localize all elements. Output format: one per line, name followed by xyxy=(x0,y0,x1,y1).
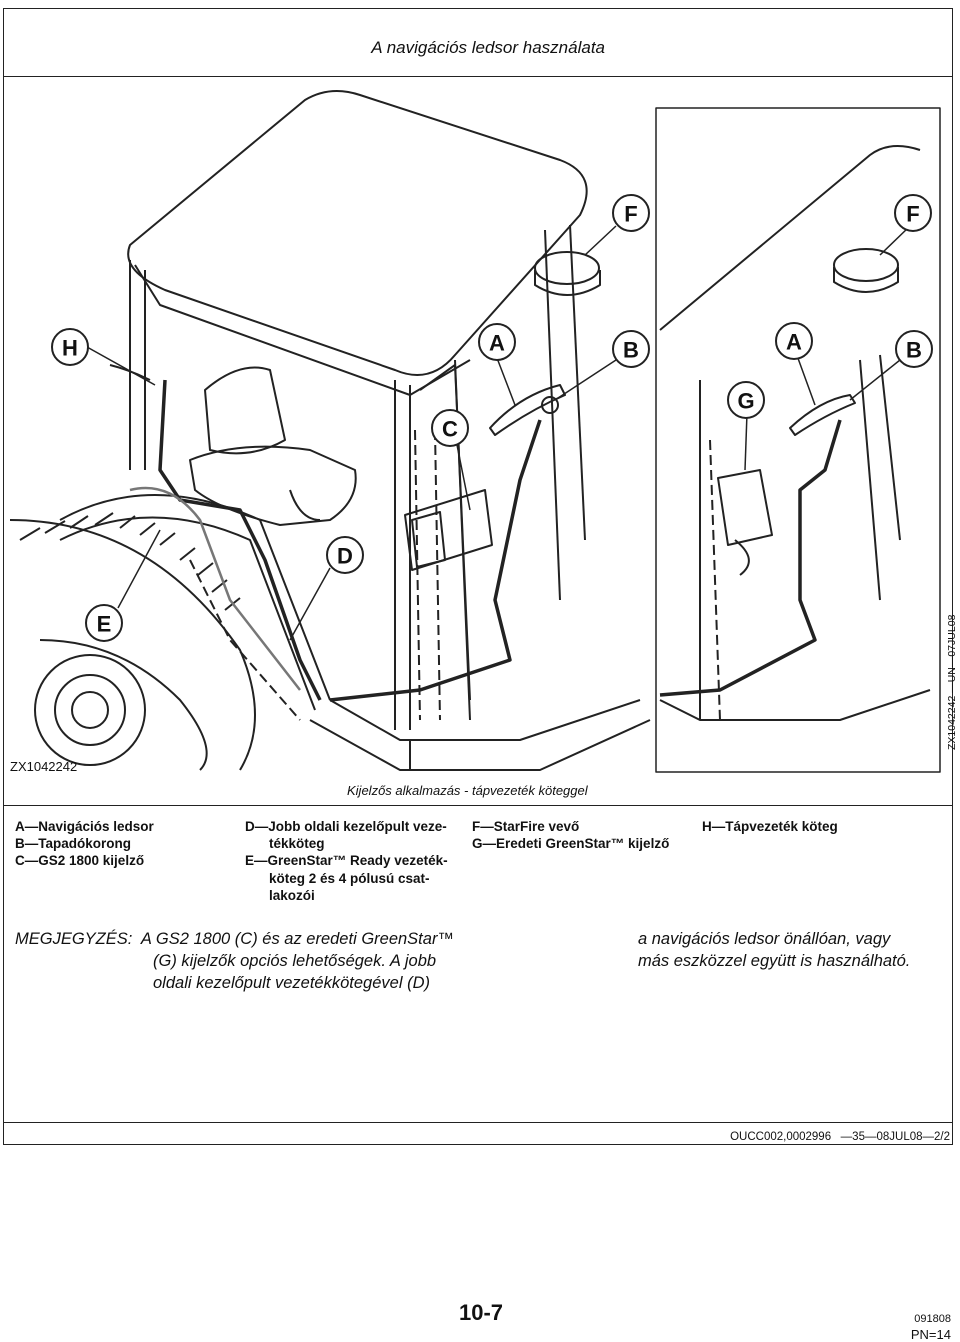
legend-item: A—Navigációs ledsor xyxy=(15,819,154,834)
callout-a-inset: A xyxy=(786,330,802,355)
note-line: oldali kezelőpult vezetékkötegével (D) xyxy=(153,974,430,992)
note-line: más eszközzel együtt is használható. xyxy=(638,952,911,970)
legend-item: E—GreenStar™ Ready vezeték- xyxy=(245,853,448,869)
note-right: a navigációs ledsor önállóan, vagy más e… xyxy=(638,928,910,972)
callout-g: G xyxy=(737,389,754,414)
figure-caption: Kijelzős alkalmazás - tápvezeték kötegge… xyxy=(347,783,588,798)
page-number: 10-7 xyxy=(459,1300,504,1325)
note-line: (G) kijelzők opciós lehetőségek. A jobb xyxy=(153,952,437,970)
page-title: A navigációs ledsor használata xyxy=(371,38,605,57)
legend-column-2: D—Jobb oldali kezelőpult veze- tékköteg … xyxy=(245,818,448,904)
legend-item: F—StarFire vevő xyxy=(472,819,580,834)
callout-h: H xyxy=(62,336,78,361)
legend-item: H—Tápvezeték köteg xyxy=(702,819,838,834)
legend-item: tékköteg xyxy=(269,836,325,852)
tractor-cab-illustration: H E D C A B F F A B G xyxy=(9,90,941,773)
callout-f: F xyxy=(624,202,637,227)
legend-item: lakozói xyxy=(269,887,315,903)
callout-c: C xyxy=(442,417,458,442)
legend-item: köteg 2 és 4 pólusú csat- xyxy=(269,870,430,886)
figure-vertical-id: ZX1042242 —UN—07JUL08 xyxy=(946,614,958,750)
figure-divider xyxy=(3,805,953,806)
callout-f-inset: F xyxy=(906,202,919,227)
legend-item: G—Eredeti GreenStar™ kijelző xyxy=(472,836,670,852)
header-divider xyxy=(3,76,953,77)
callout-d: D xyxy=(337,544,353,569)
footer-date: 091808 xyxy=(914,1313,951,1325)
footer-divider xyxy=(3,1122,953,1123)
page-frame xyxy=(3,8,953,1145)
document-code: OUCC002,0002996 —35—08JUL08—2/2 xyxy=(730,1131,950,1143)
legend-item: B—Tapadókorong xyxy=(15,836,131,852)
legend-column-1: A—Navigációs ledsor B—Tapadókorong C—GS2… xyxy=(15,818,154,870)
note-line: a navigációs ledsor önállóan, vagy xyxy=(638,930,891,948)
callout-b-inset: B xyxy=(906,338,922,363)
legend-item: C—GS2 1800 kijelző xyxy=(15,853,145,869)
callout-b: B xyxy=(623,338,639,363)
figure-id: ZX1042242 xyxy=(10,759,78,774)
footer-pn: PN=14 xyxy=(910,1327,951,1342)
legend-item: D—Jobb oldali kezelőpult veze- xyxy=(245,819,447,834)
legend-column-4: H—Tápvezeték köteg xyxy=(702,818,838,835)
footer-meta: 091808 PN=14 xyxy=(911,1312,951,1342)
legend-column-3: F—StarFire vevő G—Eredeti GreenStar™ kij… xyxy=(472,818,669,852)
callout-e: E xyxy=(97,612,112,637)
note-left: MEGJEGYZÉS: A GS2 1800 (C) és az eredeti… xyxy=(15,928,454,994)
callout-a: A xyxy=(489,331,505,356)
note-line: MEGJEGYZÉS: A GS2 1800 (C) és az eredeti… xyxy=(15,930,454,948)
